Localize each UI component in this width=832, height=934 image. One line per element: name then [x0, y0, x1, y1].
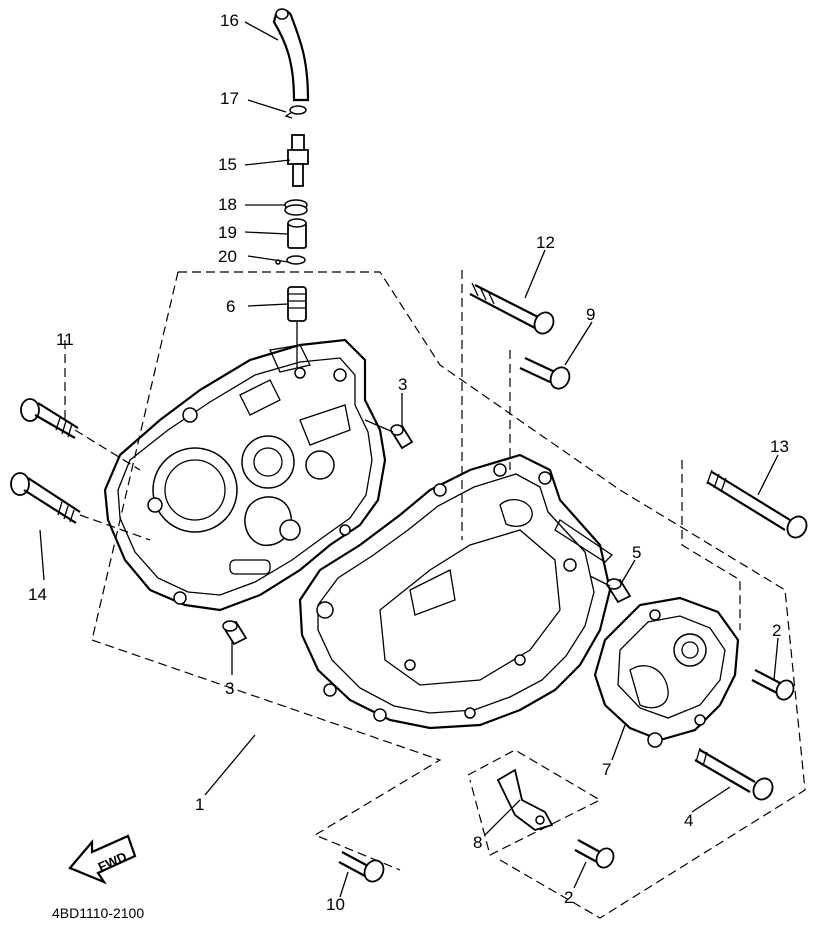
bolt-13	[706, 469, 808, 539]
callout-2-upper: 2	[772, 621, 781, 640]
spring-clip	[284, 199, 308, 216]
callout-numbers: 16 17 15 18 19 20 6 12 9 11 3 14 13 5 2 …	[28, 11, 789, 914]
callout-5: 5	[632, 543, 641, 562]
bolt-14	[10, 472, 81, 524]
crankcase-right	[298, 453, 614, 730]
assembly-outline-1	[91, 271, 806, 919]
o-ring	[275, 255, 306, 265]
callout-14: 14	[28, 585, 47, 604]
breather-pipe-fitting	[287, 134, 309, 187]
fwd-arrow: FWD	[68, 834, 137, 885]
callout-4: 4	[684, 811, 693, 830]
dowel-3-lower	[222, 620, 248, 646]
leader-lines	[39, 21, 779, 898]
crankcase-cover	[593, 596, 740, 748]
bolt-2-upper	[751, 669, 795, 701]
bolt-9	[519, 357, 571, 390]
callout-16: 16	[220, 11, 239, 30]
callout-20: 20	[218, 247, 237, 266]
callout-12: 12	[536, 233, 555, 252]
callout-10: 10	[326, 895, 345, 914]
callout-18: 18	[218, 195, 237, 214]
assembly-outline-8	[467, 749, 602, 856]
callout-11: 11	[56, 330, 74, 349]
callout-19: 19	[218, 223, 237, 242]
union-bolt	[287, 286, 307, 370]
bracket-8	[496, 768, 554, 831]
callout-17: 17	[220, 89, 239, 108]
bolt-10	[338, 851, 385, 883]
callout-2-lower: 2	[564, 888, 573, 907]
callout-7: 7	[602, 760, 611, 779]
callout-13: 13	[770, 437, 789, 456]
hose-clip	[284, 105, 307, 119]
assembly-outline-13	[681, 460, 741, 630]
callout-1: 1	[195, 795, 204, 814]
dowel-3-upper	[364, 419, 414, 450]
fwd-label: FWD	[96, 849, 129, 875]
crankcase-left	[103, 338, 387, 612]
dowel-5	[589, 575, 632, 604]
callout-3-upper: 3	[398, 375, 407, 394]
callout-3-lower: 3	[225, 679, 234, 698]
callout-6: 6	[226, 297, 235, 316]
bolt-4	[694, 747, 774, 801]
callout-15: 15	[218, 155, 237, 174]
bolt-11	[20, 398, 79, 439]
drawing-code: 4BD1110-2100	[52, 905, 144, 921]
breather-hose	[272, 8, 310, 102]
bolt-2-lower	[574, 839, 615, 869]
callout-9: 9	[586, 305, 595, 324]
collar	[287, 218, 307, 249]
callout-8: 8	[473, 833, 482, 852]
bolt-12	[469, 282, 555, 335]
